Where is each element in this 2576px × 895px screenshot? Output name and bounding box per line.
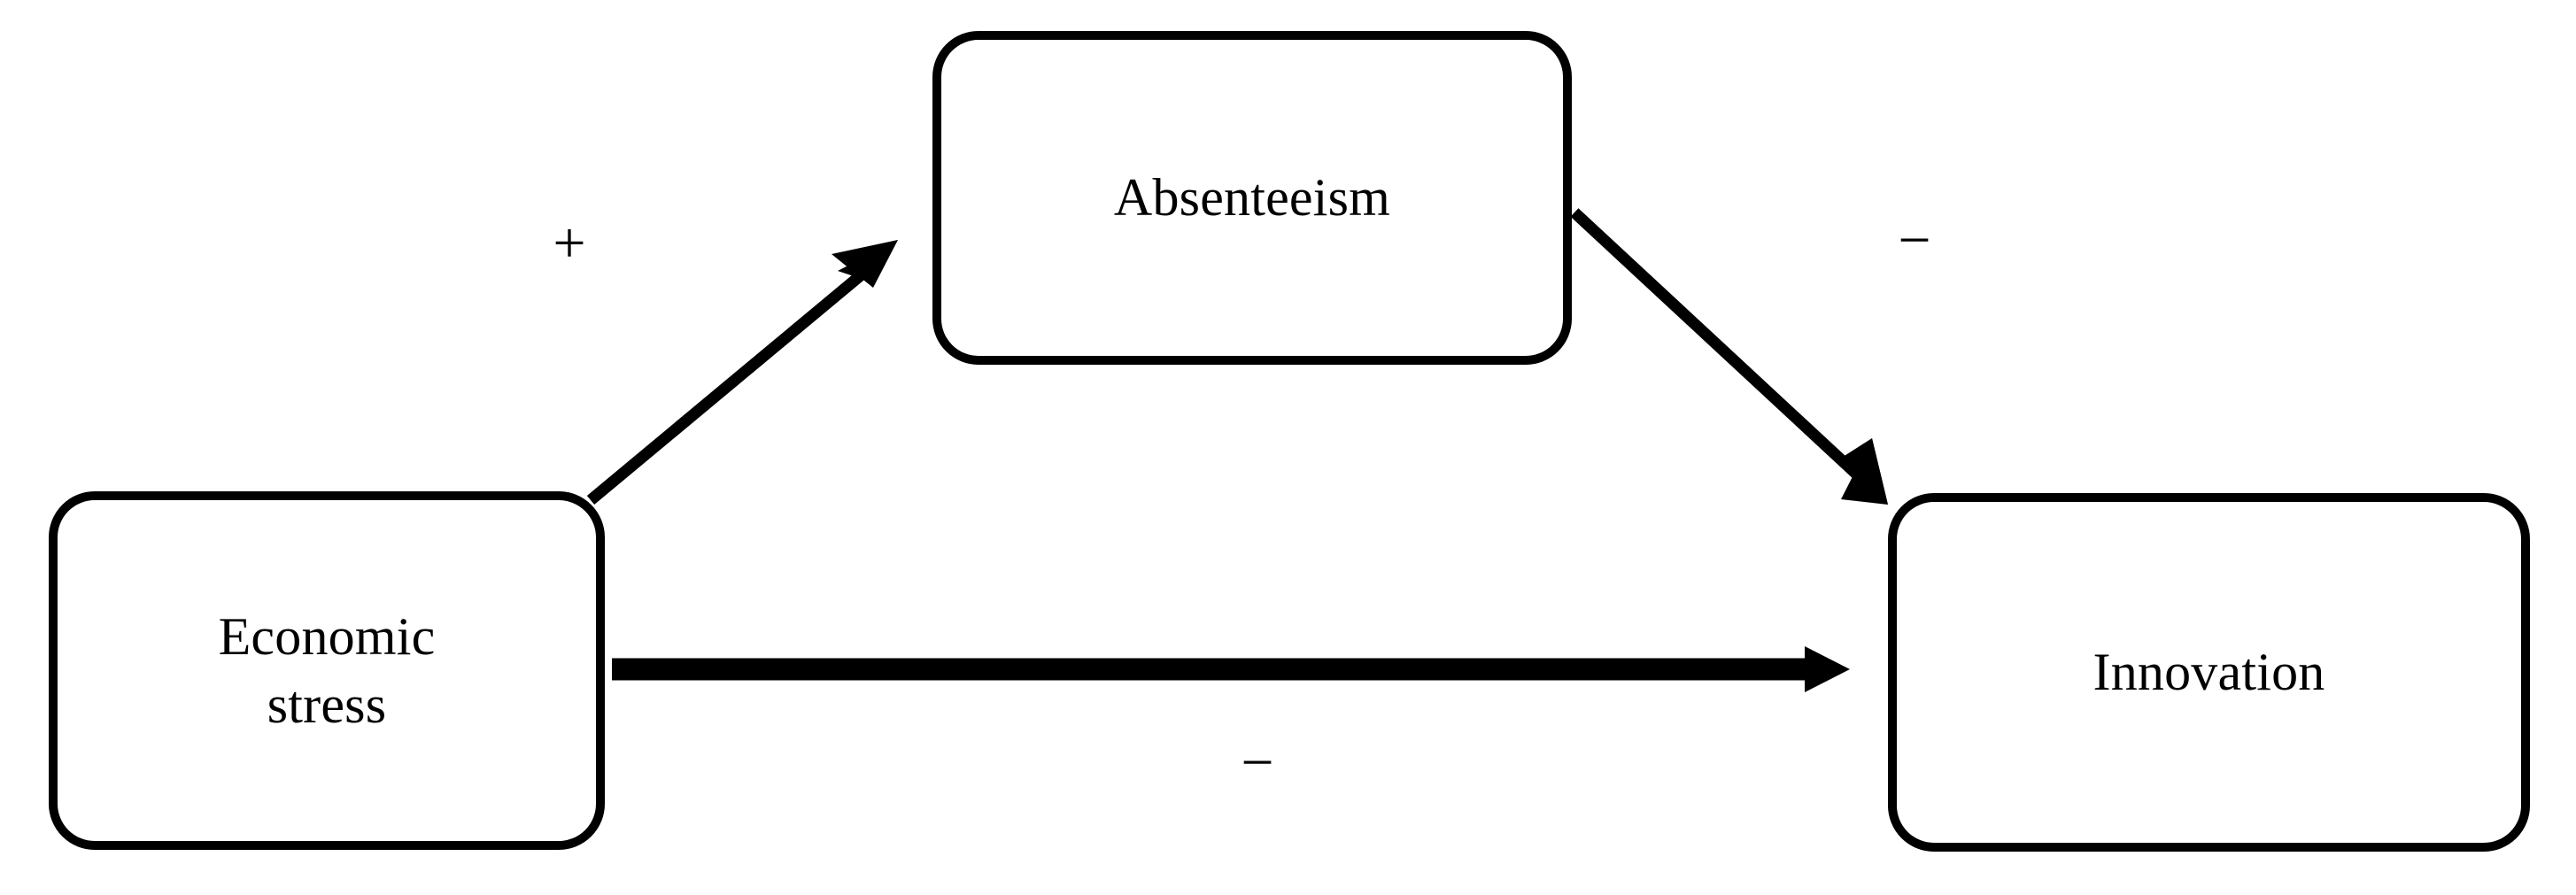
edge-stress-to-absenteeism-line [586, 253, 886, 505]
edge-stress-to-absenteeism-arrowhead-fill [832, 240, 898, 288]
node-economic-stress[interactable]: Economic stress [49, 491, 605, 850]
node-innovation-label: Innovation [2093, 643, 2325, 702]
edge-sign-stress-to-absenteeism: + [553, 211, 586, 275]
edge-sign-stress-to-innovation: − [1241, 730, 1274, 795]
node-economic-stress-label: Economic stress [218, 606, 436, 734]
edge-absenteeism-to-innovation-line [1570, 208, 1873, 490]
node-innovation[interactable]: Innovation [1888, 493, 2530, 852]
edge-stress-to-innovation-arrowhead [1805, 646, 1850, 692]
node-absenteeism[interactable]: Absenteeism [932, 31, 1572, 365]
edge-absenteeism-to-innovation-arrowhead-fill [1841, 438, 1888, 505]
edge-stress-to-innovation [612, 646, 1850, 692]
edge-stress-to-absenteeism-arrowhead [834, 240, 898, 282]
node-absenteeism-label: Absenteeism [1113, 168, 1391, 228]
edge-sign-absenteeism-to-innovation: − [1898, 208, 1931, 273]
edge-absenteeism-to-innovation [1570, 208, 1888, 505]
edge-stress-to-absenteeism [586, 240, 898, 505]
